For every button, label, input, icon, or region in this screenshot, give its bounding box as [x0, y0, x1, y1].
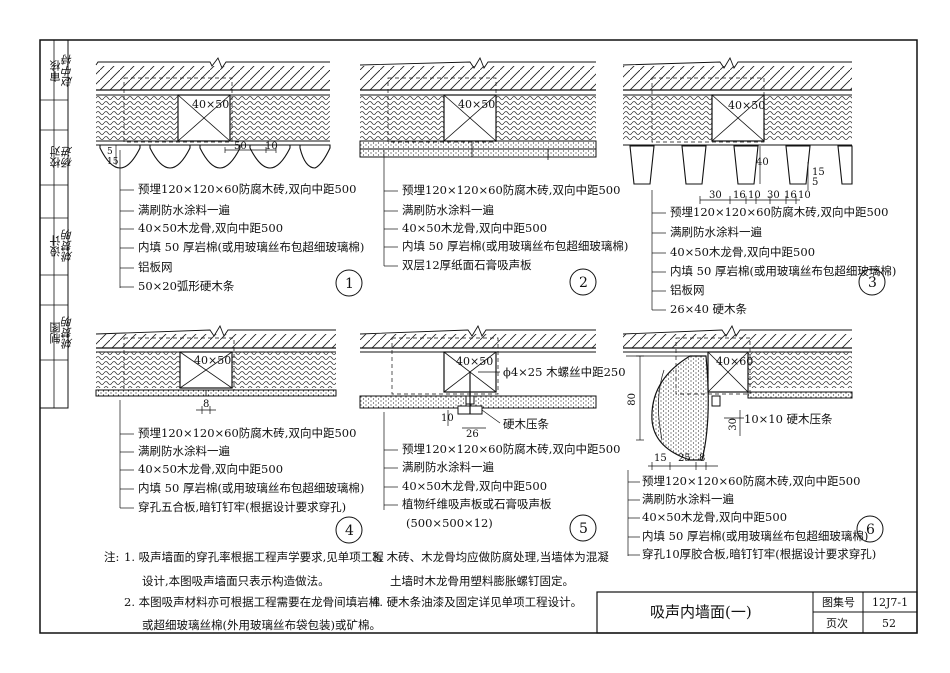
detail-3-dim: 30 [767, 190, 780, 201]
detail-1-layer: 50×20弧形硬木条 [138, 279, 235, 293]
detail-5-number: 5 [579, 521, 588, 537]
detail-1-layer: 铝板网 [138, 260, 173, 274]
detail-1-dim: 15 [107, 157, 119, 167]
detail-2-layer: 内填 50 厚岩棉(或用玻璃丝布包超细玻璃棉) [402, 239, 629, 253]
detail-6-stud-label: 40×60 [716, 355, 754, 368]
detail-2-layer: 满刷防水涂料一遍 [402, 203, 494, 217]
detail-1-layer: 内填 50 厚岩棉(或用玻璃丝布包超细玻璃棉) [138, 240, 365, 254]
detail-1-drawing [95, 57, 363, 297]
note-line: 设计,本图吸声墙面只表示构造做法。 [142, 574, 330, 588]
note-line: 4. 硬木条油漆及固定详见单项工程设计。 [372, 595, 583, 609]
note-line: 土墙时木龙骨用塑料膨胀螺钉固定。 [390, 574, 574, 588]
detail-3-dim: 40 [756, 157, 769, 168]
drafter-signature: 姚赞明 [61, 316, 74, 350]
detail-4-drawing [95, 324, 363, 544]
detail-6-dim: 15 [654, 453, 667, 464]
reviewer-signature: 赵中特 [61, 54, 74, 88]
detail-1-layer: 预埋120×120×60防腐木砖,双向中距500 [138, 182, 357, 196]
detail-2-number: 2 [579, 275, 588, 291]
detail-2-layer: 预埋120×120×60防腐木砖,双向中距500 [402, 183, 621, 197]
detail-4-layer: 满刷防水涂料一遍 [138, 444, 230, 458]
detail-4-dim: 8 [203, 399, 210, 410]
detail-3-dim: 30 [709, 190, 722, 201]
detail-5-dim: 26 [466, 429, 479, 440]
detail-6-layer: 穿孔10厚胶合板,暗钉钉牢(根据设计要求穿孔) [642, 547, 877, 561]
detail-1-layer: 满刷防水涂料一遍 [138, 203, 230, 217]
detail-3-number: 3 [868, 275, 877, 291]
detail-3-dim: 5 [812, 177, 819, 188]
detail-5-stud-label: 40×50 [456, 355, 494, 368]
detail-3-layer: 预埋120×120×60防腐木砖,双向中距500 [670, 205, 889, 219]
detail-4-stud-label: 40×50 [194, 354, 232, 367]
detail-5-layer: 植物纤维吸声板或石膏吸声板 [402, 497, 552, 511]
detail-3-layer: 铝板网 [670, 283, 705, 297]
detail-2-layer: 双层12厚纸面石膏吸声板 [402, 258, 532, 272]
page-label: 页次 [826, 617, 848, 630]
notes-head: 注: [104, 550, 120, 564]
atlas-number: 12J7-1 [872, 596, 909, 609]
detail-1-layer: 40×50木龙骨,双向中距500 [138, 221, 284, 235]
detail-5-dim: 10 [441, 413, 454, 424]
detail-6-layer: 满刷防水涂料一遍 [642, 492, 734, 506]
detail-6-layer: 40×50木龙骨,双向中距500 [642, 510, 788, 524]
detail-1-stud-label: 40×50 [192, 98, 230, 111]
detail-6-dim: 25 [678, 453, 691, 464]
detail-5-layer: (500×500×12) [406, 516, 493, 530]
title-block-frame [596, 591, 918, 634]
detail-2-drawing [359, 56, 597, 296]
detail-2-stud-label: 40×50 [458, 98, 496, 111]
checker-signature: 杨进 [61, 146, 74, 168]
detail-3-dim: 16 [784, 190, 797, 201]
drawing-title: 吸声内墙面(一) [650, 603, 752, 621]
detail-6-dim: 30 [728, 418, 739, 431]
detail-4-layer: 40×50木龙骨,双向中距500 [138, 462, 284, 476]
detail-3-layer: 满刷防水涂料一遍 [670, 225, 762, 239]
detail-3-dim: 10 [748, 190, 761, 201]
note-line: 或超细玻璃丝棉(外用玻璃丝布袋包装)或矿棉。 [142, 618, 381, 632]
detail-3-stud-label: 40×50 [728, 99, 766, 112]
detail-3-drawing [622, 56, 886, 311]
note-line: 2. 本图吸声材料亦可根据工程需要在龙骨间填岩棉 [124, 595, 381, 609]
detail-5-drawing [359, 324, 597, 542]
detail-2-layer: 40×50木龙骨,双向中距500 [402, 221, 548, 235]
detail-3-dim: 15 [812, 167, 825, 178]
detail-3-layer: 内填 50 厚岩棉(或用玻璃丝布包超细玻璃棉) [670, 264, 897, 278]
detail-5-layer: 40×50木龙骨,双向中距500 [402, 479, 548, 493]
detail-6-strip-note: 10×10 硬木压条 [744, 412, 833, 426]
detail-6-drawing [622, 324, 884, 556]
detail-1-dim: 10 [265, 141, 278, 152]
detail-4-layer: 穿孔五合板,暗钉钉牢(根据设计要求穿孔) [138, 500, 347, 514]
detail-4-number: 4 [345, 523, 354, 539]
detail-5-screw-note: ϕ4×25 木螺丝中距250 [503, 365, 626, 379]
designer-signature: 姚赞明 [61, 229, 74, 263]
detail-1-dim: 50 [234, 141, 247, 152]
detail-4-layer: 预埋120×120×60防腐木砖,双向中距500 [138, 426, 357, 440]
detail-6-dim: 80 [627, 393, 638, 406]
detail-6-number: 6 [866, 522, 875, 538]
atlas-label: 图集号 [822, 596, 855, 609]
detail-6-dim: 8 [699, 453, 706, 464]
detail-6-layer: 内填 50 厚岩棉(或用玻璃丝布包超细玻璃棉) [642, 529, 869, 543]
detail-5-layer: 预埋120×120×60防腐木砖,双向中距500 [402, 442, 621, 456]
page-number: 52 [882, 617, 896, 630]
detail-3-dim: 10 [798, 190, 811, 201]
detail-3-layer: 40×50木龙骨,双向中距500 [670, 245, 816, 259]
note-line: 1. 吸声墙面的穿孔率根据工程声学要求,见单项工程 [124, 550, 384, 564]
detail-4-layer: 内填 50 厚岩棉(或用玻璃丝布包超细玻璃棉) [138, 481, 365, 495]
note-line: 3. 木砖、木龙骨均应做防腐处理,当墙体为混凝 [372, 550, 609, 564]
detail-6-layer: 预埋120×120×60防腐木砖,双向中距500 [642, 474, 861, 488]
detail-5-layer: 满刷防水涂料一遍 [402, 460, 494, 474]
detail-3-layer: 26×40 硬木条 [670, 302, 748, 316]
detail-1-number: 1 [345, 276, 354, 292]
detail-1-dim: 5 [107, 147, 113, 157]
detail-5-strip-note: 硬木压条 [503, 417, 549, 431]
detail-3-dim: 16 [733, 190, 746, 201]
